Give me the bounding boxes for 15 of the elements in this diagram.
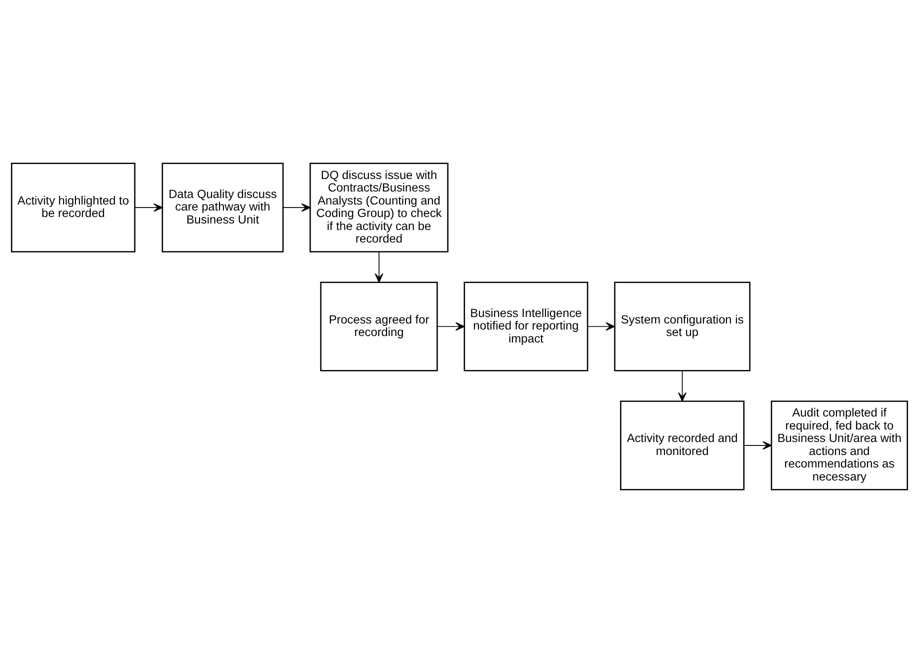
arrow (587, 322, 615, 331)
node-box: Audit completed if required, fed back to Business Unit/area with actions and recommendations as necessary (770, 400, 908, 490)
node-box: Data Quality discuss care pathway with Business Unit (162, 162, 284, 252)
arrow (744, 441, 772, 450)
node-box: Process agreed for recording (320, 282, 438, 372)
arrow (437, 322, 465, 331)
node-box: Activity highlighted to be recorded (10, 162, 136, 252)
arrow (282, 203, 311, 212)
node-box: Business Intelligence notified for reporting impact (464, 282, 588, 372)
arrow (374, 251, 384, 283)
arrow (678, 370, 687, 402)
node-box: DQ discuss issue with Contracts/Business Analysts (Counting and Coding Group) to check if the activity can be recorded (310, 162, 448, 252)
node-box: System configuration is set up (614, 282, 750, 372)
arrow (134, 203, 163, 212)
node-box: Activity recorded and monitored (620, 400, 744, 490)
